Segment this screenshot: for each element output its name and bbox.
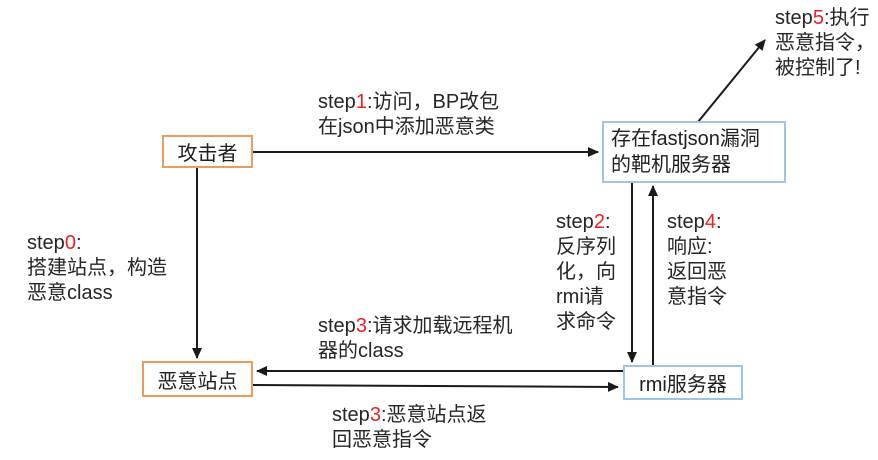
node-target-server-label: 存在fastjson漏洞 的靶机服务器: [611, 128, 760, 176]
step5-prefix: step: [775, 7, 813, 29]
label-step5: step5:执行 恶意指令， 被控制了!: [775, 6, 875, 81]
label-step0: step0: 搭建站点，构造 恶意class: [27, 231, 167, 306]
label-step1: step1:访问，BP改包 在json中添加恶意类: [318, 90, 499, 140]
label-step2: step2: 反序列 化，向 rmi请 求命令: [556, 210, 616, 335]
step1-text: :访问，BP改包 在json中添加恶意类: [318, 91, 500, 138]
step5-number: 5: [812, 7, 824, 29]
node-malicious-site-label: 恶意站点: [157, 370, 238, 393]
node-attacker-label: 攻击者: [177, 143, 238, 165]
step3-return-number: 3: [369, 404, 381, 426]
step3-request-number: 3: [355, 315, 367, 337]
node-target-server: 存在fastjson漏洞 的靶机服务器: [602, 121, 786, 183]
step0-prefix: step: [27, 232, 65, 254]
step4-prefix: step: [667, 211, 705, 233]
step1-number: 1: [355, 91, 367, 113]
label-step3-return: step3:恶意站点返 回恶意指令: [332, 403, 487, 453]
step0-number: 0: [64, 232, 76, 254]
step2-number: 2: [593, 211, 605, 233]
step4-number: 4: [704, 211, 716, 233]
step3-return-prefix: step: [332, 404, 370, 426]
step0-text: : 搭建站点，构造 恶意class: [27, 232, 167, 304]
label-step4: step4: 响应: 返回恶 意指令: [667, 210, 727, 310]
step3-request-prefix: step: [318, 315, 356, 337]
node-malicious-site: 恶意站点: [142, 361, 253, 397]
step4-text: : 响应: 返回恶 意指令: [667, 211, 727, 308]
step2-prefix: step: [556, 211, 594, 233]
node-attacker: 攻击者: [162, 135, 253, 168]
node-rmi-server-label: rmi服务器: [639, 374, 727, 396]
arrow-step3-malicious-site-to-rmi: [250, 381, 619, 392]
step5-text: :执行 恶意指令， 被控制了!: [775, 7, 875, 79]
label-step3-request: step3:请求加载远程机 器的class: [318, 314, 513, 364]
step2-text: : 反序列 化，向 rmi请 求命令: [556, 211, 616, 333]
arrow-step5-target-executes: [697, 39, 766, 123]
step3-request-text: :请求加载远程机 器的class: [318, 315, 513, 362]
step3-return-text: :恶意站点返 回恶意指令: [332, 404, 487, 451]
step1-prefix: step: [318, 91, 356, 113]
node-rmi-server: rmi服务器: [623, 365, 743, 400]
